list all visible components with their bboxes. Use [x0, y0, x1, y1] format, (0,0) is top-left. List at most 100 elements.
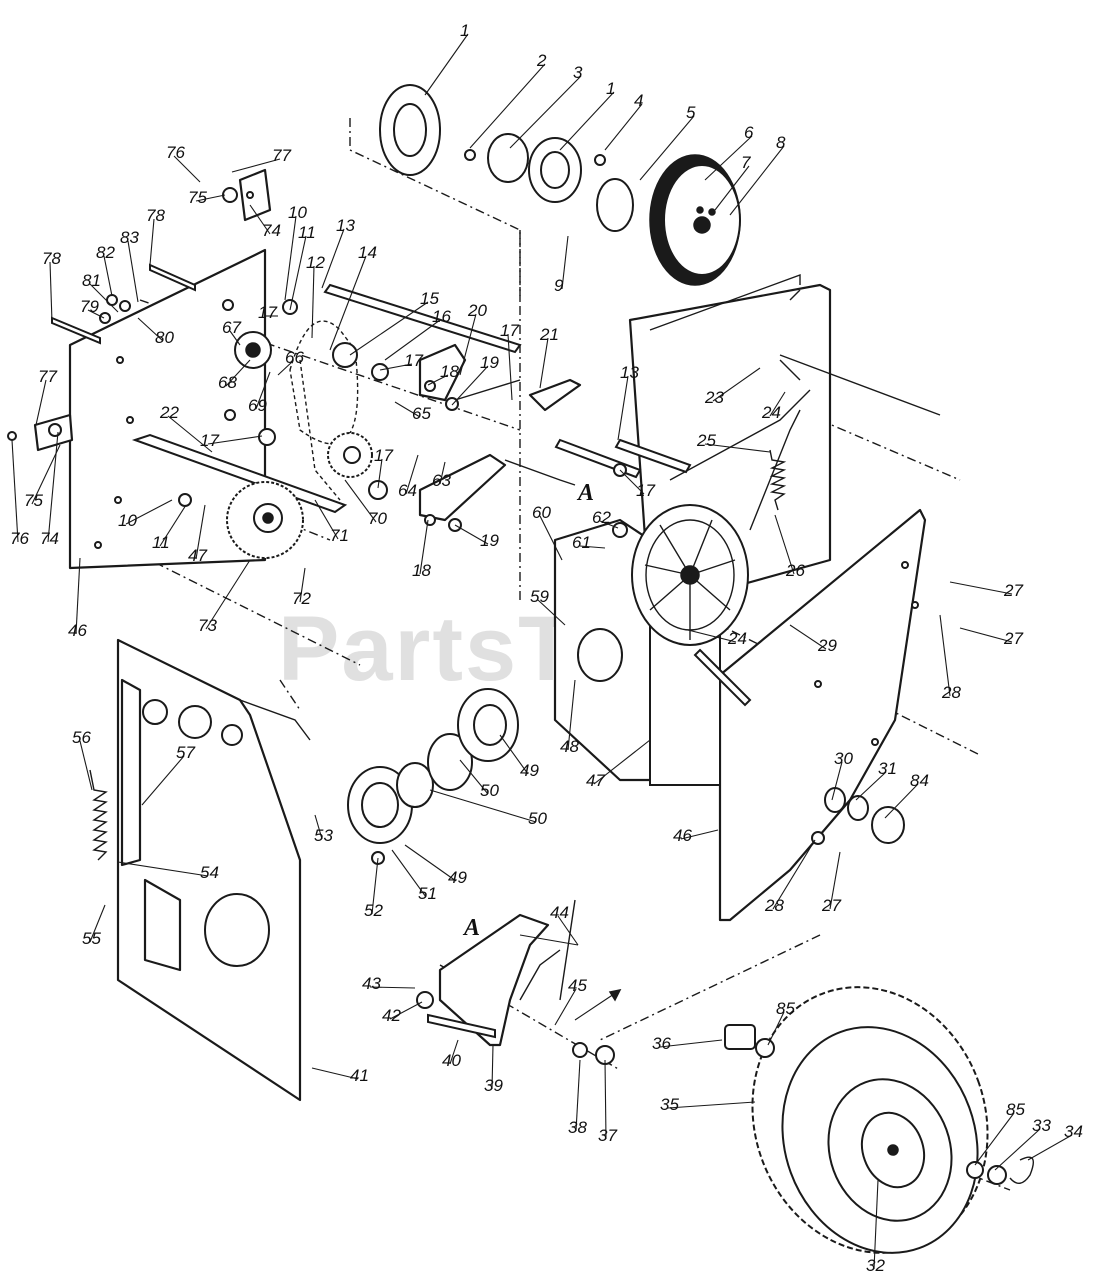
large-sprocket — [226, 481, 304, 559]
part-callout-c7: 7 — [741, 153, 751, 172]
small-sprocket — [327, 432, 373, 478]
part-callout-c11b: 11 — [152, 533, 170, 552]
leader-line-c42 — [389, 1001, 423, 1020]
leader-line-c82 — [103, 255, 113, 297]
leader-line-c33 — [994, 1128, 1041, 1171]
drive-chain — [289, 320, 359, 501]
leader-line-c80 — [137, 317, 164, 342]
leader-line-c21 — [539, 337, 549, 389]
part-callout-c48: 48 — [560, 737, 579, 756]
part-callout-c41: 41 — [350, 1066, 369, 1085]
shafts — [131, 273, 941, 707]
leader-line-c66 — [277, 360, 294, 376]
leader-line-c32 — [873, 1179, 879, 1270]
part-callout-c61: 61 — [572, 533, 591, 552]
part-callout-c1a: 1 — [460, 21, 469, 40]
leader-line-c63 — [439, 461, 446, 485]
part-callout-c29: 29 — [817, 636, 837, 655]
leader-line-c25 — [704, 443, 771, 453]
leader-line-c56 — [79, 740, 93, 791]
part-callout-c46a: 46 — [68, 621, 87, 640]
leader-line-c17c — [379, 363, 413, 371]
leader-line-c76a — [173, 155, 201, 183]
leader-line-c78a — [149, 218, 155, 266]
part-callout-c1b: 1 — [606, 79, 615, 98]
leader-line-c37 — [604, 1059, 607, 1140]
part-callout-c20: 20 — [467, 301, 487, 320]
leader-line-c13a — [321, 228, 345, 289]
part-callout-c55: 55 — [82, 929, 101, 948]
part-callout-c78a: 78 — [146, 206, 165, 225]
leader-line-c48 — [567, 679, 576, 751]
part-callout-c76b: 76 — [10, 529, 29, 548]
leader-line-c27a — [949, 581, 1013, 595]
leader-line-c52 — [371, 857, 379, 915]
leader-line-c36 — [659, 1039, 723, 1048]
leader-line-c76b — [11, 439, 19, 543]
part-callout-c49b: 49 — [448, 868, 467, 887]
part-callout-c85b: 85 — [1006, 1100, 1025, 1119]
part-callout-c28b: 28 — [764, 896, 784, 915]
part-callout-c31: 31 — [878, 759, 897, 778]
part-callout-c34: 34 — [1064, 1122, 1083, 1141]
pulley-assembly-top — [379, 84, 741, 286]
leader-line-c27b — [959, 627, 1013, 643]
part-callout-c62: 62 — [592, 508, 611, 527]
part-callout-c27b: 27 — [1003, 629, 1023, 648]
part-callout-c2: 2 — [536, 51, 547, 70]
leader-line-c77b — [35, 379, 47, 426]
part-callout-c17c: 17 — [404, 351, 423, 370]
leader-line-c8 — [729, 145, 785, 216]
part-callout-c17f: 17 — [636, 481, 655, 500]
part-callout-c57: 57 — [176, 743, 195, 762]
leader-line-c75a — [195, 194, 226, 202]
part-callout-c33: 33 — [1032, 1116, 1051, 1135]
leader-line-c24b — [687, 629, 737, 643]
leader-line-c65 — [394, 401, 421, 418]
part-callout-c39: 39 — [484, 1076, 503, 1095]
part-callout-c84: 84 — [910, 771, 929, 790]
leader-line-c68 — [225, 359, 251, 387]
part-callout-c71: 71 — [330, 526, 349, 545]
part-callout-c67a: 67 — [222, 318, 241, 337]
part-callout-c77b: 77 — [38, 367, 57, 386]
part-callout-c45: 45 — [568, 976, 587, 995]
part-callout-c24a: 24 — [761, 403, 781, 422]
leader-line-c78b — [49, 261, 53, 323]
leader-line-c24a — [769, 391, 786, 417]
leader-line-c1b — [559, 91, 615, 151]
part-callout-c25: 25 — [696, 431, 716, 450]
part-callout-c6: 6 — [744, 123, 754, 142]
part-callout-c10b: 10 — [118, 511, 137, 530]
leader-line-c17e — [377, 458, 383, 489]
part-callout-c16: 16 — [432, 307, 451, 326]
part-callout-c42: 42 — [382, 1006, 401, 1025]
part-callout-c75b: 75 — [24, 491, 43, 510]
leader-line-c18a — [427, 374, 449, 386]
part-callout-c76a: 76 — [166, 143, 185, 162]
leader-line-c84 — [884, 783, 919, 819]
leader-line-c54 — [117, 861, 209, 877]
leader-line-c51 — [391, 849, 427, 898]
part-callout-c14: 14 — [358, 243, 377, 262]
leader-line-c7 — [714, 165, 750, 211]
leader-line-c4 — [604, 103, 643, 151]
shift-lever — [416, 899, 615, 1065]
leader-line-c31 — [855, 771, 887, 801]
leader-line-c61 — [579, 545, 606, 549]
leader-line-c43 — [369, 986, 416, 989]
part-callout-c11a: 11 — [298, 223, 316, 242]
part-callout-c19a: 19 — [480, 353, 499, 372]
leader-line-c10a — [284, 215, 297, 301]
part-callout-c72: 72 — [292, 589, 311, 608]
leader-line-c28b — [772, 839, 816, 910]
part-callout-c9: 9 — [554, 276, 564, 295]
part-callout-c73: 73 — [198, 616, 217, 635]
part-callout-c50a: 50 — [480, 781, 499, 800]
part-callout-c10a: 10 — [288, 203, 307, 222]
callout-leaders — [11, 33, 1073, 1270]
section-letter-A-upper: A — [576, 480, 594, 506]
leader-line-c13b — [617, 375, 629, 441]
part-callout-c22: 22 — [159, 403, 179, 422]
